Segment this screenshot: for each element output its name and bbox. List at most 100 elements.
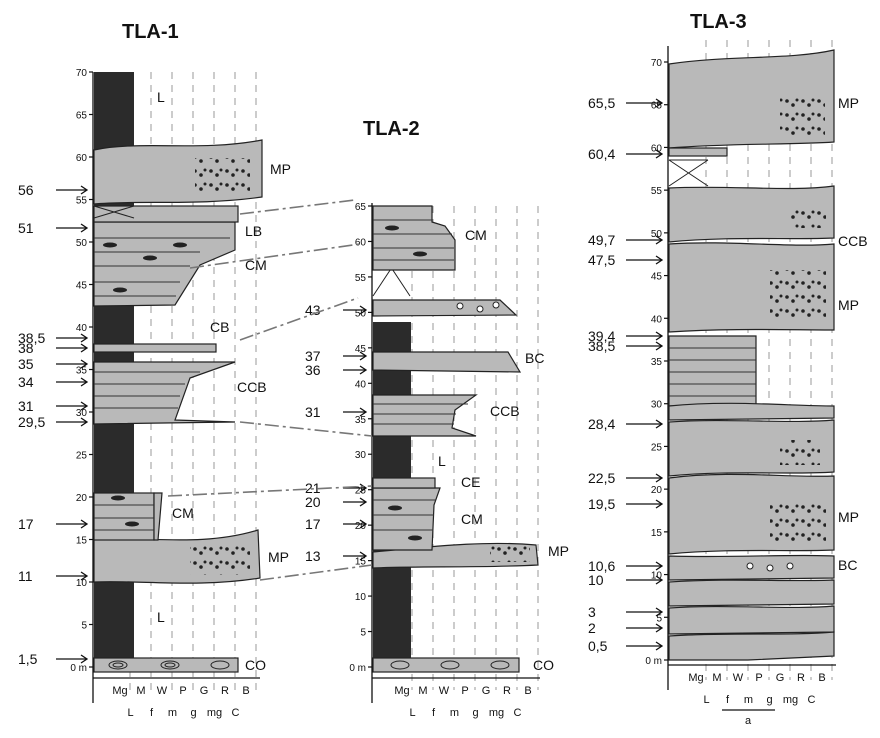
depth-tick-label: 0 m bbox=[70, 663, 87, 674]
height-marker-label: 19,5 bbox=[588, 496, 615, 512]
height-marker-label: 36 bbox=[305, 362, 321, 378]
grain-size-top-label: R bbox=[221, 685, 229, 697]
height-arrow bbox=[56, 654, 89, 664]
grain-size-bottom-label: g bbox=[766, 694, 772, 706]
height-arrow bbox=[343, 305, 368, 315]
depth-tick-label: 15 bbox=[651, 528, 663, 539]
unit-label: MP bbox=[838, 95, 859, 111]
grain-size-top-label: W bbox=[157, 685, 168, 697]
height-arrow bbox=[626, 575, 664, 585]
depth-tick-label: 65 bbox=[355, 202, 367, 213]
height-arrow bbox=[343, 551, 368, 561]
height-arrow bbox=[626, 499, 664, 509]
unit-label: BC bbox=[525, 350, 544, 366]
height-marker-label: 35 bbox=[18, 356, 34, 372]
grain-size-top-label: Mg bbox=[112, 685, 127, 697]
height-arrow bbox=[56, 401, 89, 411]
unit-label: CM bbox=[172, 505, 194, 521]
grain-size-bottom-label: m bbox=[168, 707, 177, 719]
height-marker-label: 11 bbox=[18, 568, 33, 584]
column-title-tla3: TLA-3 bbox=[690, 11, 747, 33]
height-marker-label: 38 bbox=[18, 340, 34, 356]
depth-tick-label: 30 bbox=[355, 450, 367, 461]
height-arrow bbox=[626, 419, 664, 429]
height-marker-label: 29,5 bbox=[18, 414, 45, 430]
grain-size-top-label: G bbox=[776, 672, 785, 684]
height-marker-label: 60,4 bbox=[588, 146, 615, 162]
height-marker-label: 39,4 bbox=[588, 328, 615, 344]
height-marker-label: 22,5 bbox=[588, 470, 615, 486]
grain-footnote: a bbox=[745, 715, 752, 727]
unit-cm-lower-tla1 bbox=[93, 492, 155, 541]
depth-tick-label: 10 bbox=[355, 592, 367, 603]
height-marker-label: 17 bbox=[305, 516, 321, 532]
height-arrow bbox=[626, 255, 664, 265]
depth-tick-label: 20 bbox=[76, 493, 88, 504]
depth-tick-label: 60 bbox=[355, 237, 367, 248]
grain-size-bottom-label: C bbox=[808, 694, 816, 706]
grain-size-bottom-label: L bbox=[703, 694, 709, 706]
height-arrow bbox=[56, 185, 89, 195]
height-marker-label: 0,5 bbox=[588, 638, 608, 654]
unit-cm-upper-tla2 bbox=[372, 205, 456, 271]
unit-label: MP bbox=[548, 543, 569, 559]
grain-size-top-label: P bbox=[179, 685, 186, 697]
height-marker-label: 47,5 bbox=[588, 252, 615, 268]
height-marker-label: 31 bbox=[305, 404, 321, 420]
height-arrow bbox=[56, 333, 89, 343]
grain-size-top-label: Mg bbox=[688, 672, 703, 684]
depth-tick-label: 20 bbox=[651, 485, 663, 496]
grain-size-bottom-label: L bbox=[409, 707, 415, 719]
depth-tick-label: 60 bbox=[76, 153, 88, 164]
depth-tick-label: 50 bbox=[651, 229, 663, 240]
depth-tick-label: 5 bbox=[81, 621, 87, 632]
correlation-lines bbox=[167, 199, 373, 581]
grain-size-bottom-label: mg bbox=[207, 707, 222, 719]
height-marker-label: 3 bbox=[588, 604, 596, 620]
unit-label: CO bbox=[245, 657, 266, 673]
depth-tick-label: 0 m bbox=[645, 656, 662, 667]
depth-tick-label: 40 bbox=[355, 379, 367, 390]
unit-label: CM bbox=[245, 257, 267, 273]
grain-size-top-label: M bbox=[418, 685, 427, 697]
grain-size-bottom-label: C bbox=[514, 707, 522, 719]
height-marker-label: 10 bbox=[588, 572, 604, 588]
grain-size-top-label: R bbox=[503, 685, 511, 697]
height-marker-label: 13 bbox=[305, 548, 321, 564]
unit-label: CB bbox=[210, 319, 229, 335]
height-marker-label: 37 bbox=[305, 348, 321, 364]
unit-ce-tla2 bbox=[372, 477, 436, 489]
depth-tick-label: 20 bbox=[355, 521, 367, 532]
height-arrow bbox=[626, 641, 664, 651]
grain-size-top-label: W bbox=[439, 685, 450, 697]
height-arrow bbox=[626, 149, 664, 159]
height-arrow bbox=[626, 623, 664, 633]
grain-size-bottom-label: m bbox=[744, 694, 753, 706]
grain-size-top-label: B bbox=[242, 685, 249, 697]
grain-size-bottom-label: f bbox=[726, 694, 730, 706]
depth-tick-label: 45 bbox=[355, 344, 367, 355]
column-title-tla2: TLA-2 bbox=[363, 118, 420, 140]
height-arrow bbox=[56, 417, 89, 427]
unit-label: CCB bbox=[490, 403, 520, 419]
grain-size-bottom-label: g bbox=[190, 707, 196, 719]
unit-lb-tla1 bbox=[93, 205, 239, 223]
grain-size-top-label: G bbox=[482, 685, 491, 697]
height-marker-label: 28,4 bbox=[588, 416, 615, 432]
height-arrow bbox=[343, 351, 368, 361]
height-marker-label: 38,5 bbox=[18, 330, 45, 346]
grain-size-gridlines-tla2 bbox=[411, 206, 539, 690]
height-marker-label: 49,7 bbox=[588, 232, 615, 248]
unit-label: BC bbox=[838, 557, 857, 573]
depth-tick-label: 30 bbox=[651, 400, 663, 411]
unit-label: MP bbox=[268, 549, 289, 565]
height-marker-label: 17 bbox=[18, 516, 34, 532]
unit-label: L bbox=[157, 609, 165, 625]
height-marker-label: 20 bbox=[305, 494, 321, 510]
grain-size-top-label: M bbox=[712, 672, 721, 684]
grain-size-top-label: P bbox=[755, 672, 762, 684]
depth-tick-label: 70 bbox=[76, 68, 88, 79]
